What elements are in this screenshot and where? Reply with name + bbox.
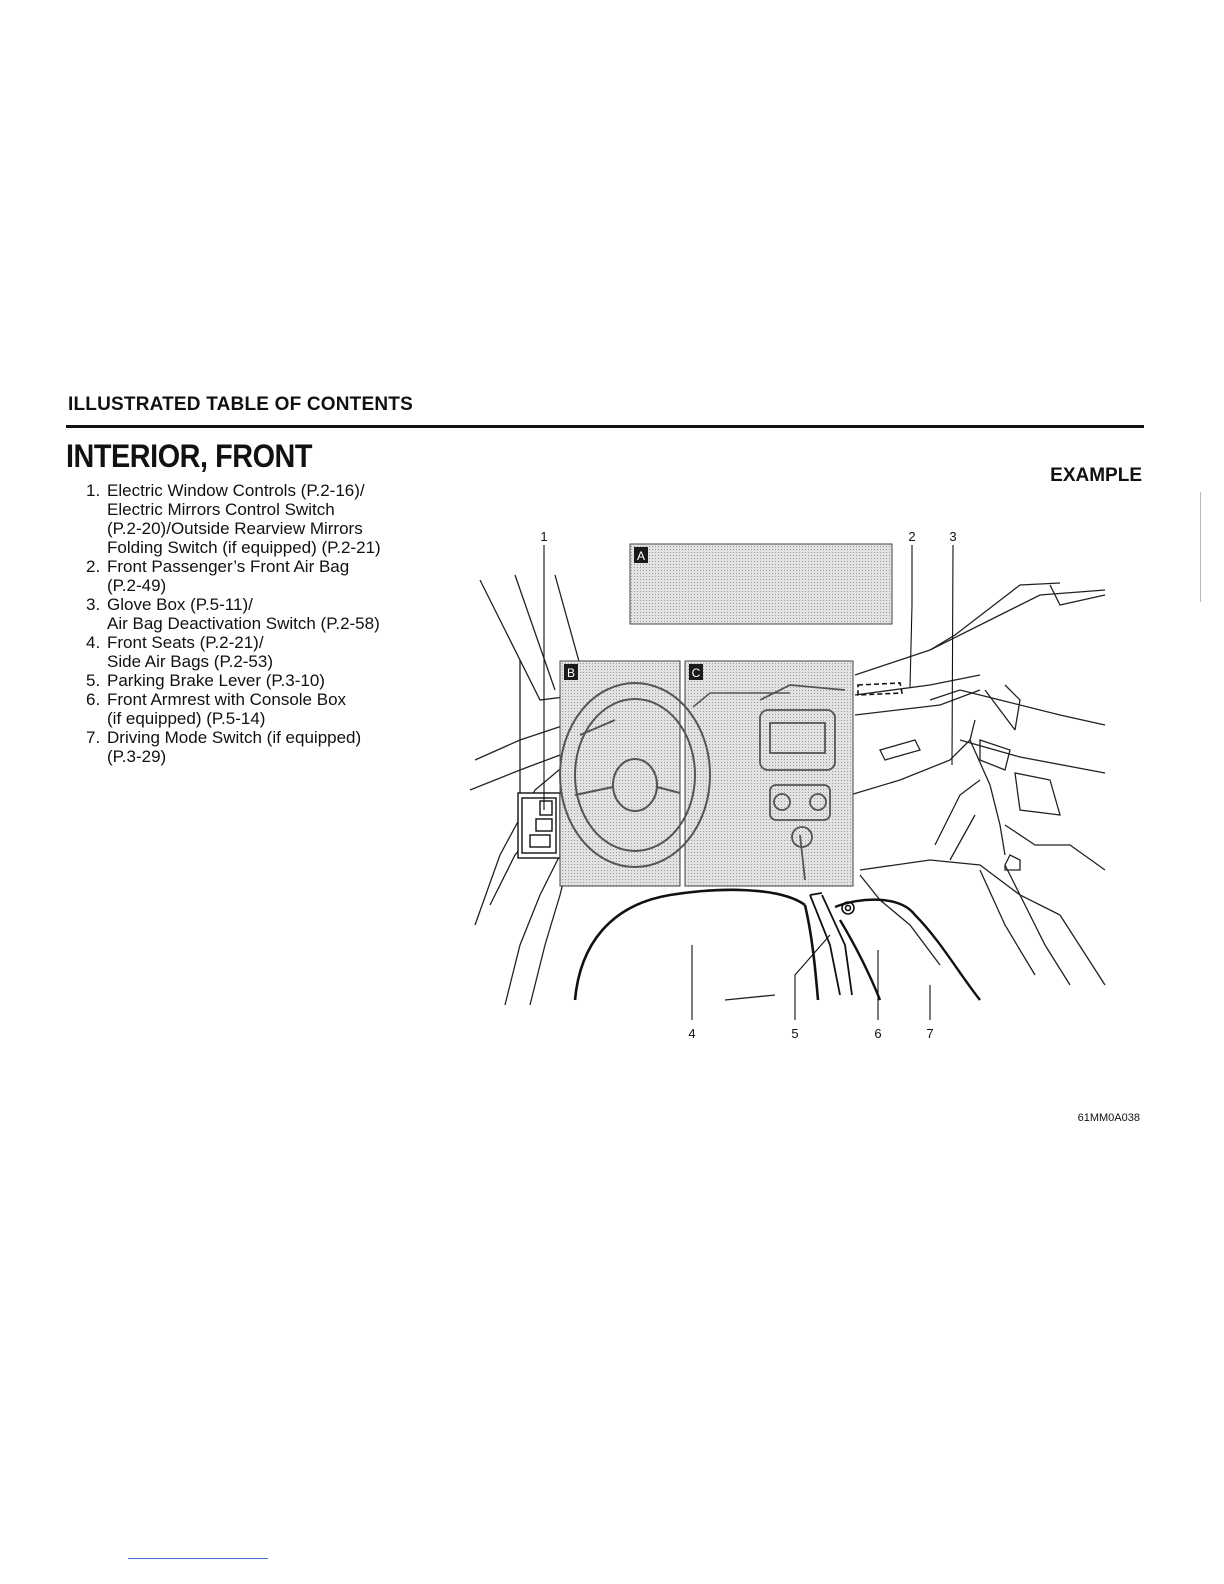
airbag-module-outline: [857, 682, 903, 696]
item-text: (P.2-20)/Outside Rearview Mirrors: [107, 519, 363, 538]
parking-brake-lever: [809, 892, 853, 996]
armrest-console: [834, 898, 981, 1001]
contents-list: 1. Electric Window Controls (P.2-16)/ El…: [86, 481, 446, 766]
steering-wheel: [559, 682, 711, 868]
item-number: 2.: [86, 557, 101, 576]
panel-label-a: A: [637, 549, 645, 563]
item-text: Side Air Bags (P.2-53): [107, 652, 273, 671]
item-number: 3.: [86, 595, 101, 614]
item-text: Glove Box (P.5-11)/: [107, 595, 253, 614]
list-item: 5. Parking Brake Lever (P.3-10): [86, 671, 446, 690]
list-item: 4. Front Seats (P.2-21)/ Side Air Bags (…: [86, 633, 446, 671]
window-control-switch: [517, 792, 561, 859]
list-item: 6. Front Armrest with Console Box (if eq…: [86, 690, 446, 728]
example-label: EXAMPLE: [1050, 465, 1142, 486]
interior-diagram: A B C 1 2 3 4 5 6 7: [469, 529, 1106, 1041]
callout-7: 7: [926, 1026, 933, 1041]
item-text: Electric Mirrors Control Switch: [107, 500, 335, 519]
item-number: 1.: [86, 481, 101, 500]
item-number: 6.: [86, 690, 101, 709]
dash-edge: [692, 692, 790, 708]
list-item: 7. Driving Mode Switch (if equipped) (P.…: [86, 728, 446, 766]
item-number: 7.: [86, 728, 101, 747]
center-stack: [759, 684, 846, 881]
item-text: (P.3-29): [107, 747, 167, 766]
panel-tag-a: A: [634, 547, 648, 563]
inset-panel-c: [684, 660, 854, 887]
item-number: 4.: [86, 633, 101, 652]
callout-6: 6: [874, 1026, 881, 1041]
list-item: 1. Electric Window Controls (P.2-16)/ El…: [86, 481, 446, 557]
list-item: 2. Front Passenger’s Front Air Bag (P.2-…: [86, 557, 446, 595]
item-text: Electric Window Controls (P.2-16)/: [107, 481, 365, 500]
callout-5: 5: [791, 1026, 798, 1041]
panel-label-b: B: [567, 666, 575, 680]
item-text: Front Seats (P.2-21)/: [107, 633, 264, 652]
item-text: Folding Switch (if equipped) (P.2-21): [107, 538, 381, 557]
item-text: Driving Mode Switch (if equipped): [107, 728, 362, 747]
item-text: Front Passenger’s Front Air Bag: [107, 557, 350, 576]
item-text: Air Bag Deactivation Switch (P.2-58): [107, 614, 380, 633]
inset-panel-a: [629, 543, 893, 625]
drive-mode-switch: [841, 901, 855, 915]
panel-tag-b: B: [564, 664, 578, 680]
figure-code: 61MM0A038: [1077, 1112, 1140, 1124]
leader-lines: [543, 544, 954, 1020]
panel-label-c: C: [692, 666, 701, 680]
item-number: 5.: [86, 671, 101, 690]
section-header: ILLUSTRATED TABLE OF CONTENTS: [68, 394, 413, 415]
item-text: (if equipped) (P.5-14): [107, 709, 266, 728]
callout-2: 2: [908, 529, 915, 544]
callout-4: 4: [688, 1026, 695, 1041]
callout-3: 3: [949, 529, 956, 544]
footer-underline: [128, 1558, 268, 1559]
header-rule: [66, 425, 1144, 428]
callout-1: 1: [540, 529, 547, 544]
item-text: Front Armrest with Console Box: [107, 690, 347, 709]
seat-cushion-line: [724, 994, 776, 1001]
page-edge-mark: [1200, 492, 1201, 602]
list-item: 3. Glove Box (P.5-11)/ Air Bag Deactivat…: [86, 595, 446, 633]
page-title: INTERIOR, FRONT: [66, 438, 313, 474]
item-text: Parking Brake Lever (P.3-10): [107, 671, 325, 690]
panel-tag-c: C: [689, 664, 703, 680]
item-text: (P.2-49): [107, 576, 167, 595]
front-seat: [573, 888, 820, 1001]
inset-panel-b: [559, 660, 681, 887]
cabin-outline: [469, 574, 1106, 1006]
